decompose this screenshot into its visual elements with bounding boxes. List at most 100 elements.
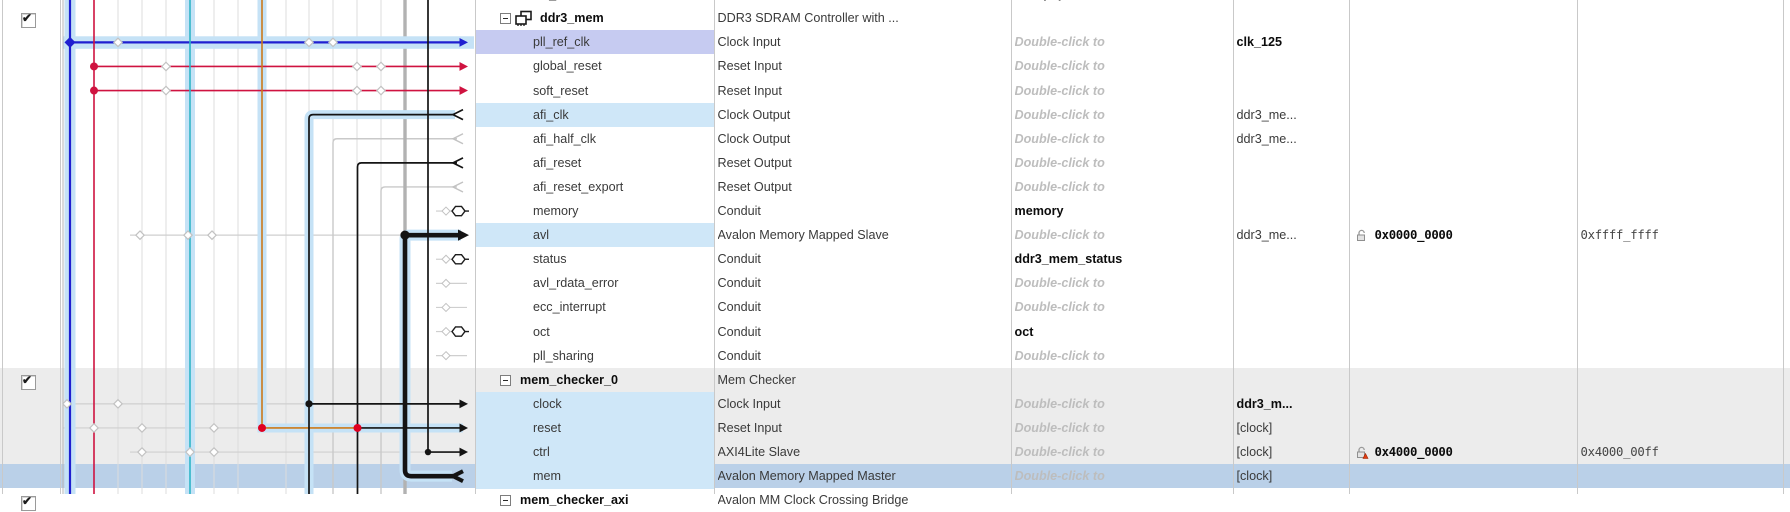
- use-checkbox[interactable]: ✔: [21, 11, 36, 29]
- address-unlocked-icon: [1356, 229, 1365, 242]
- clock-cell[interactable]: ddr3_me...: [1236, 107, 1297, 122]
- port-name[interactable]: afi_reset_export: [533, 179, 624, 194]
- collapse-expander-icon[interactable]: [500, 374, 511, 386]
- port-name[interactable]: pll_ref_clk: [533, 35, 590, 50]
- description-cell: Reset Input: [717, 59, 782, 74]
- connection-point-diamond[interactable]: [182, 230, 194, 241]
- port-name[interactable]: memory: [533, 204, 579, 218]
- clock-cell[interactable]: clk_125: [1236, 35, 1283, 50]
- conduit-hex-icon: [441, 253, 469, 265]
- connection-point-diamond[interactable]: [351, 85, 363, 96]
- connection-point-diamond[interactable]: [208, 447, 220, 458]
- export-placeholder[interactable]: Double-click to: [1014, 35, 1105, 50]
- connection-point-diamond[interactable]: [61, 398, 73, 409]
- connection-point-diamond[interactable]: [160, 85, 172, 96]
- port-name[interactable]: afi_clk: [533, 107, 569, 122]
- connection-point-diamond[interactable]: [160, 61, 172, 72]
- use-checkbox[interactable]: ✔: [21, 494, 36, 512]
- component-name[interactable]: mem_checker_0: [520, 372, 619, 387]
- description-cell: Reset Output: [717, 179, 792, 194]
- connection-point-diamond[interactable]: [136, 422, 148, 433]
- output-arrow-icon: [448, 469, 464, 483]
- port-name[interactable]: soft_reset: [533, 83, 589, 98]
- collapse-expander-icon[interactable]: [500, 13, 511, 25]
- address-lock-warning-icon: [1356, 446, 1368, 459]
- clock-cell[interactable]: [clock]: [1236, 420, 1273, 435]
- connection-point-diamond[interactable]: [206, 230, 218, 241]
- connection-point-diamond[interactable]: [112, 398, 124, 409]
- port-name[interactable]: reset: [533, 420, 561, 435]
- port-name[interactable]: clock: [533, 396, 562, 411]
- connection-point-diamond[interactable]: [303, 37, 315, 48]
- end-address-cell[interactable]: 0x4000_00ff: [1580, 445, 1659, 459]
- end-address-cell[interactable]: 0xffff_ffff: [1580, 228, 1659, 243]
- port-name[interactable]: avl: [533, 228, 550, 243]
- port-name[interactable]: avl_rdata_error: [533, 276, 619, 291]
- input-arrow-icon: [459, 447, 468, 457]
- export-placeholder[interactable]: Double-click to: [1014, 420, 1105, 435]
- port-name[interactable]: ctrl: [533, 445, 550, 459]
- export-placeholder[interactable]: Double-click to: [1014, 276, 1105, 291]
- clock-cell[interactable]: [clock]: [1236, 445, 1273, 459]
- port-name[interactable]: pll_sharing: [533, 348, 594, 363]
- port-name[interactable]: ecc_interrupt: [533, 300, 606, 315]
- clock-cell[interactable]: ddr3_me...: [1236, 228, 1297, 243]
- table-row: avl Avalon Memory Mapped Slave Double-clic…: [0, 223, 1790, 247]
- port-name[interactable]: status: [533, 252, 567, 267]
- export-name[interactable]: oct: [1014, 324, 1034, 339]
- export-placeholder[interactable]: Double-click to: [1014, 300, 1105, 315]
- connections-matrix[interactable]: [0, 0, 474, 494]
- base-address-cell[interactable]: 0x0000_0000: [1349, 223, 1599, 247]
- collapse-expander-icon[interactable]: [500, 495, 511, 507]
- export-placeholder[interactable]: Double-click to: [1014, 228, 1105, 243]
- connection-point-diamond[interactable]: [375, 85, 387, 96]
- export-placeholder[interactable]: Double-click to: [1014, 59, 1105, 74]
- export-placeholder[interactable]: Double-click to: [1014, 155, 1105, 170]
- connection-point-diamond[interactable]: [88, 422, 100, 433]
- port-name[interactable]: afi_reset: [533, 155, 582, 170]
- connection-point-diamond[interactable]: [375, 61, 387, 72]
- export-name[interactable]: memory: [1014, 204, 1064, 218]
- description-cell: Conduit: [717, 300, 761, 315]
- export-placeholder[interactable]: Double-click to: [1014, 83, 1105, 98]
- connection-point-diamond[interactable]: [351, 61, 363, 72]
- export-placeholder[interactable]: Double-click to: [1014, 348, 1105, 363]
- table-row-backgrounds: [0, 30, 1790, 490]
- connection-point-diamond[interactable]: [134, 230, 146, 241]
- export-placeholder[interactable]: Double-click to: [1014, 107, 1105, 122]
- use-checkbox[interactable]: ✔: [21, 373, 36, 390]
- port-name[interactable]: mem: [533, 469, 561, 484]
- connection-point-diamond[interactable]: [112, 37, 124, 48]
- component-name[interactable]: mem_checker_axi: [520, 493, 629, 508]
- component-name[interactable]: ddr3_mem: [540, 11, 604, 26]
- clock-cell[interactable]: ddr3_me...: [1236, 131, 1297, 146]
- export-placeholder[interactable]: Double-click to: [1014, 396, 1105, 411]
- clock-cell[interactable]: [clock]: [1236, 469, 1273, 484]
- export-placeholder[interactable]: Double-click to: [1014, 131, 1105, 146]
- port-name[interactable]: oct: [533, 324, 550, 339]
- export-name[interactable]: i2c_qsfp_1: [1015, 0, 1231, 6]
- port-name[interactable]: afi_half_clk: [533, 131, 597, 146]
- port-name[interactable]: i2c_serial: [533, 0, 711, 6]
- base-address-cell[interactable]: 0x4000_0000: [1349, 440, 1599, 464]
- clock-cell[interactable]: ddr3_m...: [1236, 396, 1293, 411]
- junction-dots: [64, 36, 432, 456]
- connection-point-diamonds[interactable]: [61, 37, 387, 458]
- connection-point-diamond[interactable]: [208, 422, 220, 433]
- connection-point-diamond[interactable]: [327, 37, 339, 48]
- export-placeholder[interactable]: Double-click to: [1014, 179, 1105, 194]
- connection-point-diamond[interactable]: [184, 447, 196, 458]
- description-cell: Avalon Memory Mapped Slave: [717, 228, 889, 243]
- port-name[interactable]: global_reset: [533, 59, 602, 74]
- connection-point-diamond[interactable]: [136, 447, 148, 458]
- description-cell: Conduit: [717, 204, 761, 218]
- export-placeholder[interactable]: Double-click to: [1014, 469, 1105, 484]
- export-placeholder[interactable]: Double-click to: [1014, 445, 1105, 459]
- export-name[interactable]: ddr3_mem_status: [1014, 252, 1123, 267]
- description-cell: Mem Checker: [717, 372, 796, 387]
